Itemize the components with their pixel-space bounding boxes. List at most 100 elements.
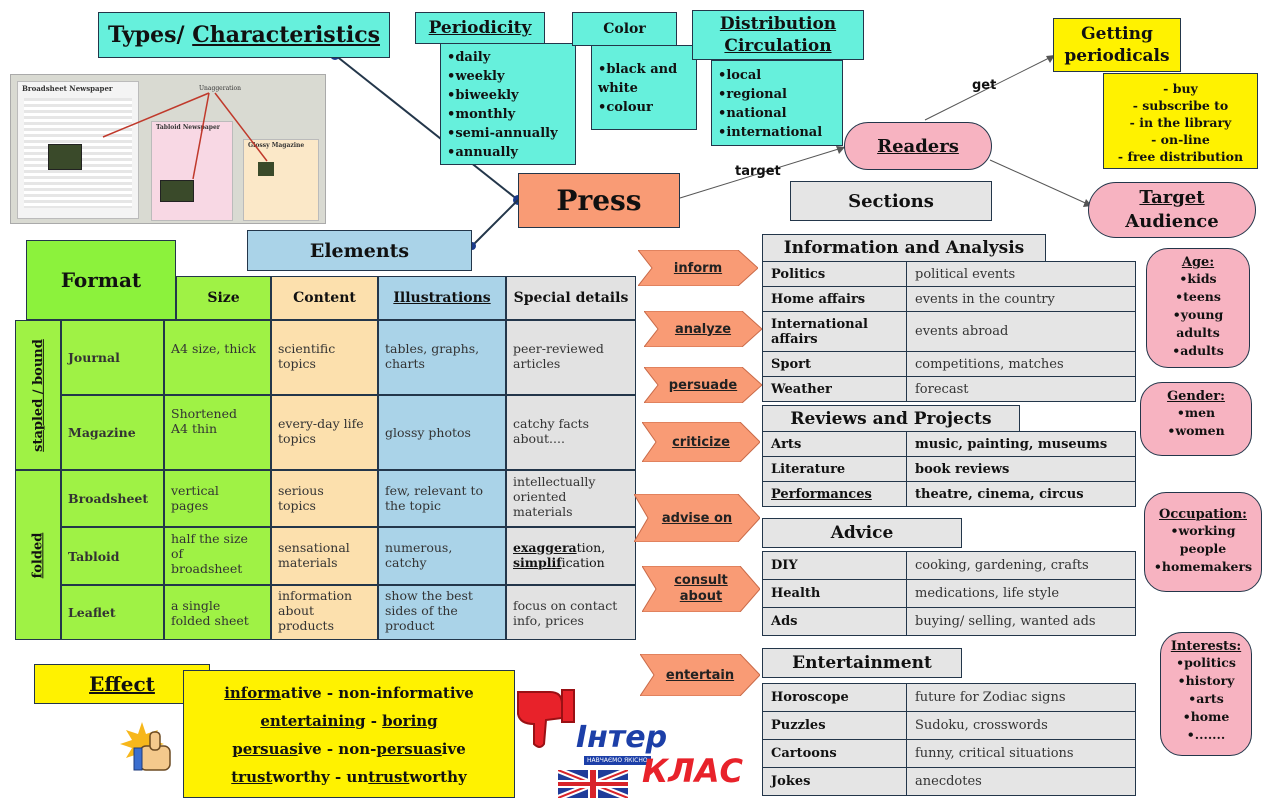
distribution-item: international bbox=[718, 123, 836, 142]
purpose-advise-label: advise on bbox=[661, 510, 733, 526]
row-leaflet-special: focus on contact info, prices bbox=[506, 585, 636, 640]
info-analysis-title-text: Information and Analysis bbox=[783, 238, 1025, 258]
row-tabloid-content: sensational materials bbox=[271, 527, 378, 585]
row-broadsheet-size: vertical pages bbox=[164, 470, 271, 527]
section-key: Cartoons bbox=[762, 739, 907, 768]
interests-item: ....... bbox=[1161, 726, 1251, 744]
effect-seg: worthy bbox=[409, 768, 467, 786]
unaggeration-label: Unaggeration bbox=[199, 85, 241, 92]
interests-item: home bbox=[1161, 708, 1251, 726]
leaflet-content: information about products bbox=[278, 588, 353, 633]
effect-seg: inform bbox=[224, 684, 282, 702]
reviews-title-text: Reviews and Projects bbox=[790, 409, 992, 429]
section-key: Performances bbox=[762, 481, 907, 507]
row-journal-special: peer-reviewed articles bbox=[506, 320, 636, 395]
magazine-name: Magazine bbox=[68, 425, 136, 440]
getting-title-line1: Getting bbox=[1081, 24, 1153, 44]
interests-item: politics bbox=[1161, 654, 1251, 672]
effect-seg: entertaining bbox=[260, 712, 366, 730]
row-tabloid-special: exaggeration, simplification bbox=[506, 527, 636, 585]
gender-item: men bbox=[1141, 404, 1251, 422]
logo-line1: Інтер bbox=[576, 720, 668, 755]
advice-title-text: Advice bbox=[830, 523, 894, 543]
color-list: black and white colour bbox=[598, 60, 690, 117]
logo-small: НАВЧАЄМО ЯКІСНО bbox=[584, 756, 651, 765]
row-magazine-special: catchy facts about.... bbox=[506, 395, 636, 470]
periodicity-item: daily bbox=[447, 48, 569, 67]
tabloid-illustrations: numerous, catchy bbox=[385, 540, 453, 570]
readers-title: Readers bbox=[877, 135, 959, 157]
effect-line: persuasive - non-persuasive bbox=[190, 735, 508, 763]
section-value: events abroad bbox=[906, 311, 1136, 352]
advice-title: Advice bbox=[762, 518, 962, 548]
thumbs-down-icon bbox=[517, 689, 575, 748]
section-key: Health bbox=[762, 579, 907, 608]
purpose-entertain: entertain bbox=[640, 654, 760, 696]
purpose-advise: advise on bbox=[634, 494, 760, 542]
occupation-item: homemakers bbox=[1145, 558, 1261, 576]
header-illustrations-text: Illustrations bbox=[393, 290, 491, 306]
group-stapled-text: stapled / bound bbox=[30, 338, 46, 452]
getting-item: - in the library bbox=[1129, 115, 1232, 130]
thumbs-up-icon bbox=[120, 722, 171, 771]
periodicity-title-box: Periodicity bbox=[415, 12, 545, 44]
header-special: Special details bbox=[506, 276, 636, 320]
tabloid-special-b: ication bbox=[561, 555, 605, 570]
broadsheet-illustrations: few, relevant to the topic bbox=[385, 483, 484, 513]
row-broadsheet-special: intellectually oriented materials bbox=[506, 470, 636, 527]
tabloid-label: Tabloid Newspaper bbox=[156, 124, 220, 131]
entertainment-title: Entertainment bbox=[762, 648, 962, 678]
interests-item: history bbox=[1161, 672, 1251, 690]
color-item: colour bbox=[598, 98, 690, 117]
header-content-text: Content bbox=[293, 290, 356, 306]
broadsheet-special: intellectually oriented materials bbox=[513, 474, 596, 519]
tabloid-size: half the size of broadsheet bbox=[171, 531, 248, 576]
periodicity-item: weekly bbox=[447, 67, 569, 86]
target-audience-line2: Audience bbox=[1125, 211, 1219, 232]
elements-title: Elements bbox=[309, 239, 410, 262]
target-audience-line1: Target bbox=[1139, 187, 1205, 208]
interests-box: Interests: politics history arts home ..… bbox=[1160, 632, 1252, 756]
arrow-shape bbox=[634, 494, 760, 542]
journal-name: Journal bbox=[68, 350, 120, 365]
gender-list: men women bbox=[1141, 404, 1251, 440]
distribution-item: national bbox=[718, 104, 836, 123]
age-title: Age: bbox=[1181, 255, 1215, 270]
section-value: events in the country bbox=[906, 286, 1136, 312]
section-key: Literature bbox=[762, 456, 907, 482]
arrow-shape bbox=[642, 566, 760, 612]
journal-illustrations: tables, graphs, charts bbox=[385, 341, 480, 371]
effect-line: entertaining - boring bbox=[190, 707, 508, 735]
broadsheet-content: serious topics bbox=[278, 483, 324, 513]
section-key: DIY bbox=[762, 551, 907, 580]
header-illustrations: Illustrations bbox=[378, 276, 506, 320]
section-key: Arts bbox=[762, 431, 907, 457]
purpose-criticize: criticize bbox=[642, 422, 760, 462]
group-folded: folded bbox=[15, 470, 61, 640]
section-key: Jokes bbox=[762, 767, 907, 796]
press-box: Press bbox=[518, 173, 680, 228]
getting-periodicals-title-box: Getting periodicals bbox=[1053, 18, 1181, 72]
tabloid-special-a: tion, bbox=[576, 540, 606, 555]
arrow-shape bbox=[644, 367, 762, 403]
header-size: Size bbox=[176, 276, 271, 320]
distribution-item: local bbox=[718, 66, 836, 85]
occupation-list: working people homemakers bbox=[1145, 522, 1261, 576]
magazine-illustrations: glossy photos bbox=[385, 425, 471, 440]
magazine-special: catchy facts about.... bbox=[513, 416, 590, 446]
arrow-shape bbox=[644, 311, 762, 347]
purpose-persuade: persuade bbox=[644, 367, 762, 403]
header-special-text: Special details bbox=[513, 289, 629, 306]
gender-box: Gender: men women bbox=[1140, 382, 1252, 456]
leaflet-size: a single folded sheet bbox=[171, 598, 249, 628]
magazine-photo bbox=[258, 162, 274, 176]
section-key: Puzzles bbox=[762, 711, 907, 740]
section-value: forecast bbox=[906, 376, 1136, 402]
